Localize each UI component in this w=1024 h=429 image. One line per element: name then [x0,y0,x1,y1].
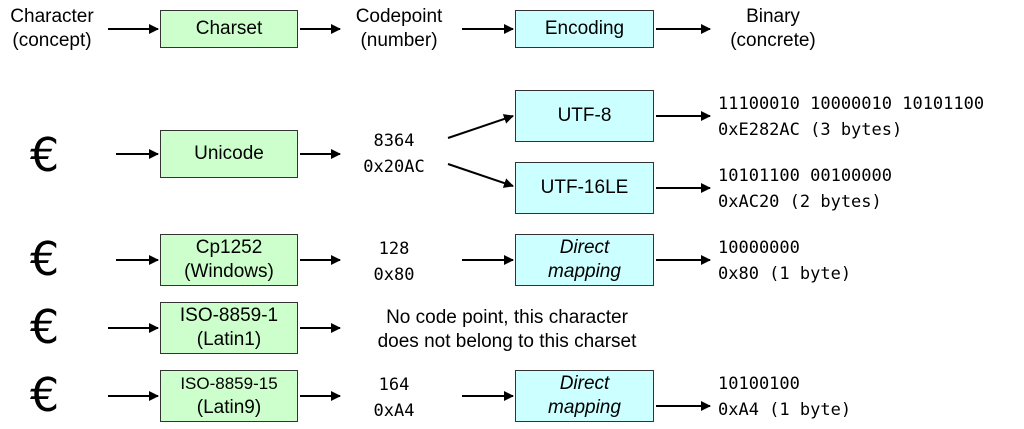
euro-symbol-latin9: € [30,368,60,422]
header-charset-box: Charset [160,10,298,48]
unicode-arrow-to-utf16 [447,163,514,188]
euro-symbol-cp1252: € [30,232,60,286]
latin1-charset-box: ISO-8859-1(Latin1) [160,302,298,354]
header-codepoint: Codepoint(number) [355,6,443,51]
euro-symbol-unicode: € [30,128,60,182]
utf8-encoding-box: UTF-8 [515,90,654,142]
cp1252-charset-box: Cp1252(Windows) [160,234,298,286]
unicode-charset-box: Unicode [160,130,298,178]
utf16le-encoding-box: UTF-16LE [515,162,654,214]
header-character: Character(concept) [10,6,94,51]
header-binary: Binary(concrete) [730,6,816,51]
euro-symbol-latin1: € [30,300,60,354]
header-encoding-box: Encoding [515,10,654,48]
latin9-charset-box: ISO-8859-15(Latin9) [160,370,298,422]
unicode-arrow-to-utf8 [447,114,514,139]
